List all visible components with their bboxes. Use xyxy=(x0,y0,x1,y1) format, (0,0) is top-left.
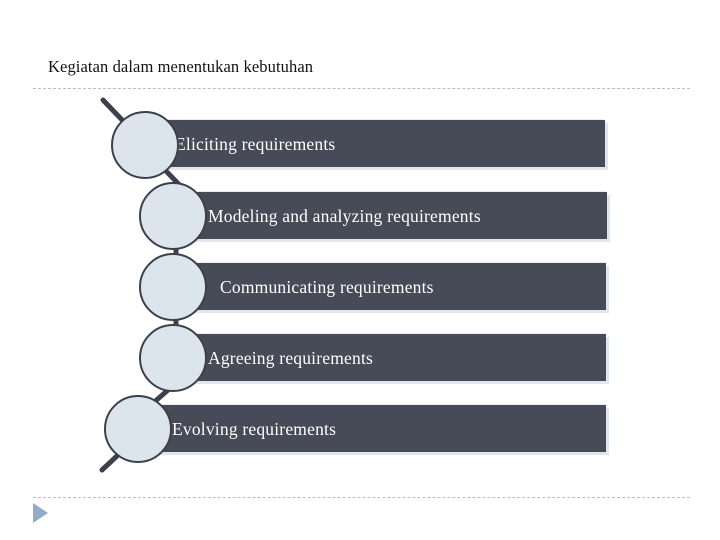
step-label: Communicating requirements xyxy=(220,276,434,297)
chain-segment-lead-in xyxy=(100,97,129,127)
step-node-circle[interactable] xyxy=(139,253,207,321)
play-triangle-icon[interactable] xyxy=(33,503,48,523)
step-label: Modeling and analyzing requirements xyxy=(208,205,481,226)
step-label: Evolving requirements xyxy=(172,418,337,439)
step-bar[interactable]: Eliciting requirements xyxy=(152,120,605,167)
bottom-divider xyxy=(33,497,690,498)
step-bar[interactable]: Communicating requirements xyxy=(152,263,606,310)
step-label: Agreeing requirements xyxy=(208,347,374,368)
step-bar[interactable]: Evolving requirements xyxy=(152,405,606,452)
step-node-circle[interactable] xyxy=(139,324,207,392)
step-node-circle[interactable] xyxy=(111,111,179,179)
step-bar[interactable]: Agreeing requirements xyxy=(152,334,606,381)
step-label: Eliciting requirements xyxy=(175,133,336,154)
chain-segment-lead-out xyxy=(99,452,121,473)
chain-segment-1-2 xyxy=(164,169,193,199)
chain-segment-4-5 xyxy=(149,387,171,407)
step-node-circle[interactable] xyxy=(104,395,172,463)
step-node-circle[interactable] xyxy=(139,182,207,250)
top-divider xyxy=(33,88,690,89)
step-bar[interactable]: Modeling and analyzing requirements xyxy=(152,192,607,239)
page-title: Kegiatan dalam menentukan kebutuhan xyxy=(48,57,314,76)
